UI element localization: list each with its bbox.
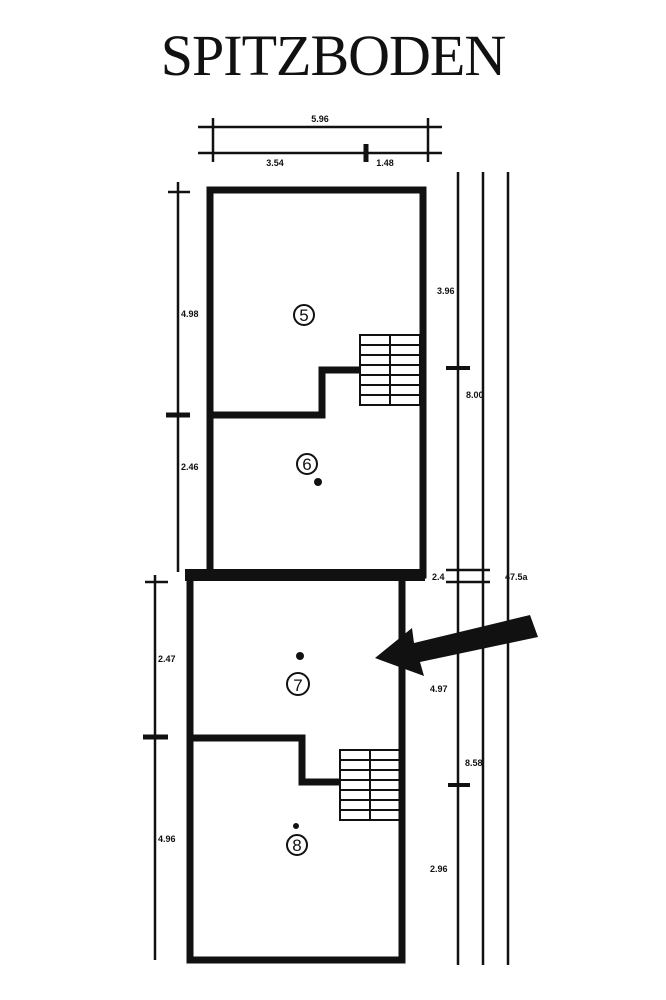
room-label-8: 8 — [292, 836, 301, 855]
right-dimension-lines — [446, 172, 510, 965]
room-label-7: 7 — [293, 676, 302, 695]
room-6-marker — [296, 453, 318, 475]
lower-stairs — [339, 749, 401, 821]
lower-walls — [185, 569, 425, 964]
dim-top-total: 5.96 — [311, 114, 329, 124]
dim-top-left: 3.54 — [266, 158, 284, 168]
upper-walls — [206, 186, 427, 579]
room-5-marker — [293, 304, 315, 326]
dim-right-2: 8.00 — [466, 390, 484, 400]
top-dimension-lines — [198, 118, 442, 162]
dim-right-3: 4.97 — [430, 684, 448, 694]
dim-right-small: 2.4 — [432, 572, 445, 582]
room-label-5: 5 — [299, 306, 308, 325]
upper-stairs — [359, 334, 421, 406]
dim-right-level: 47.5a — [505, 572, 529, 582]
left-dimension-lines — [143, 182, 190, 960]
dim-left-upper-2: 2.46 — [181, 462, 199, 472]
dim-left-lower-1: 2.47 — [158, 654, 176, 664]
dim-top-right: 1.48 — [376, 158, 394, 168]
dim-left-lower-2: 4.96 — [158, 834, 176, 844]
dim-left-upper-1: 4.98 — [181, 309, 199, 319]
room-label-6: 6 — [302, 455, 311, 474]
room-8-marker — [286, 834, 308, 856]
dim-right-5: 2.96 — [430, 864, 448, 874]
room-7-marker — [286, 672, 310, 696]
dim-right-4: 8.58 — [465, 758, 483, 768]
plan-title: SPITZBODEN — [160, 23, 506, 88]
dim-right-1: 3.96 — [437, 286, 455, 296]
arrow-icon — [375, 615, 538, 676]
